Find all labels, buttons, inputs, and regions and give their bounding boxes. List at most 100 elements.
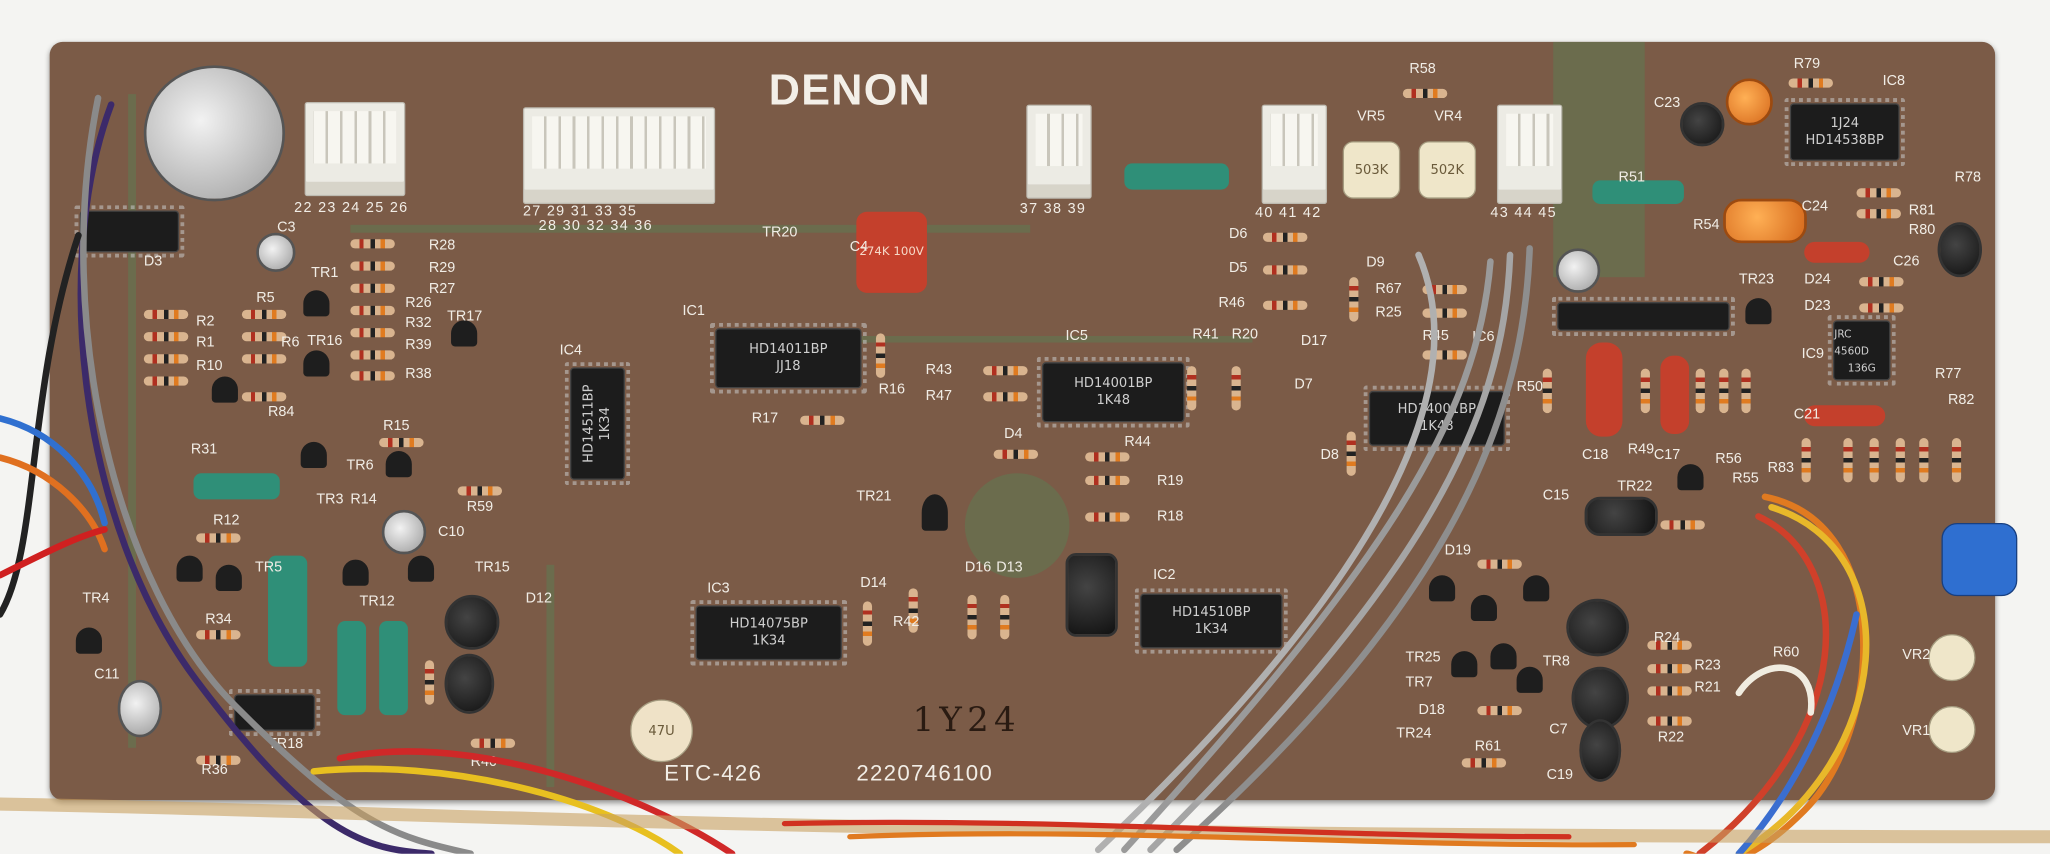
resistor	[1262, 265, 1308, 275]
resistor	[983, 392, 1028, 402]
resistor	[983, 366, 1028, 376]
transistor	[1451, 651, 1478, 678]
ref-label: D14	[860, 575, 887, 591]
ref-label: R78	[1954, 169, 1981, 186]
connector-pin-numbers: 28 30 32 34 36	[538, 218, 653, 235]
resistor	[350, 305, 395, 316]
capacitor	[1680, 101, 1725, 147]
ref-label: R83	[1767, 460, 1794, 476]
capacitor	[444, 594, 500, 650]
resistor	[1422, 308, 1467, 318]
ref-label: R15	[383, 418, 410, 435]
ref-label: R24	[1653, 630, 1681, 646]
resistor	[1951, 437, 1962, 483]
connector-pin-numbers: 37 38 39	[1019, 201, 1087, 218]
transistor	[1428, 575, 1456, 602]
ref-label: IC1	[682, 303, 705, 320]
ref-label: R51	[1618, 169, 1645, 186]
ref-label: R55	[1732, 470, 1759, 487]
ref-label: TR25	[1405, 649, 1441, 666]
ref-label: C26	[1893, 253, 1920, 270]
resistor	[1647, 664, 1692, 674]
connector-pin-numbers: 27 29 31 33 35	[522, 203, 638, 220]
resistor	[241, 309, 287, 320]
ref-label: R80	[1908, 222, 1936, 238]
transistor	[921, 494, 948, 531]
ref-label: R25	[1375, 304, 1402, 321]
connector-pin-numbers: 40 41 42	[1255, 205, 1322, 221]
resistor	[862, 601, 873, 646]
resistor	[241, 332, 287, 342]
ref-label: C18	[1581, 447, 1609, 463]
wire-orange	[0, 454, 108, 553]
capacitor	[1937, 222, 1983, 278]
green-resistor	[1124, 163, 1229, 190]
ref-label: TR16	[307, 333, 343, 350]
connector-43-45	[1496, 104, 1563, 204]
vr5-trimmer: 503K	[1342, 141, 1401, 199]
resistor	[1856, 188, 1901, 198]
ref-label: D9	[1366, 254, 1385, 271]
resistor	[241, 354, 287, 364]
resistor	[1647, 716, 1692, 726]
ref-label: D8	[1320, 447, 1339, 463]
capacitor	[1566, 598, 1630, 657]
resistor	[1477, 705, 1522, 716]
large-electrolytic-capacitor	[143, 65, 286, 202]
capacitor	[1584, 496, 1658, 537]
ref-label: R44	[1124, 434, 1151, 450]
ref-label: TR20	[762, 224, 798, 241]
copper-trace	[781, 336, 1253, 343]
copper-trace	[350, 224, 1031, 233]
wire-red	[1696, 513, 1830, 854]
ref-label: R36	[201, 762, 228, 778]
resistor	[1542, 368, 1552, 414]
transistor	[1516, 666, 1543, 693]
connector-pin-numbers: 43 44 45	[1490, 205, 1557, 221]
resistor	[350, 261, 395, 271]
ref-label: D7	[1294, 376, 1313, 393]
wire-gray	[80, 94, 474, 854]
ref-label: IC2	[1153, 567, 1176, 584]
resistor	[1859, 303, 1904, 313]
ref-label: R31	[190, 441, 218, 458]
ref-label: TR22	[1617, 478, 1653, 495]
ref-label: C10	[437, 524, 465, 540]
ref-label: R47	[925, 388, 953, 404]
film-capacitor	[1804, 241, 1870, 263]
transistor	[1523, 575, 1550, 602]
vr5-label: VR5	[1357, 108, 1386, 125]
transistor	[1745, 298, 1772, 325]
wire-yellow	[310, 765, 684, 854]
resistor	[1859, 277, 1904, 287]
capacitor-value: 274K 100V	[859, 245, 924, 259]
ref-label: R42	[892, 614, 920, 631]
transistor	[303, 350, 330, 377]
resistor	[1422, 285, 1467, 295]
ref-label: TR17	[447, 308, 483, 325]
ref-label: D12	[525, 590, 552, 607]
wire-white	[1735, 664, 1815, 716]
ref-label: R10	[196, 358, 223, 374]
ref-label: R77	[1934, 366, 1962, 382]
ref-label: C15	[1542, 487, 1570, 504]
resistor	[457, 486, 503, 496]
resistor	[1647, 686, 1692, 696]
wire-black	[0, 232, 82, 618]
resistor	[1085, 475, 1130, 486]
ref-label: D5	[1228, 260, 1248, 276]
wire-gray	[1173, 245, 1533, 854]
ref-label: R21	[1694, 679, 1721, 696]
resistor	[1349, 277, 1359, 322]
transistor	[1677, 464, 1704, 491]
capacitor-value: 47U	[648, 723, 675, 739]
resistor	[800, 415, 845, 425]
resistor	[350, 328, 395, 338]
resistor	[1919, 437, 1929, 483]
ref-label: IC9	[1801, 346, 1824, 363]
capacitor	[117, 679, 163, 738]
